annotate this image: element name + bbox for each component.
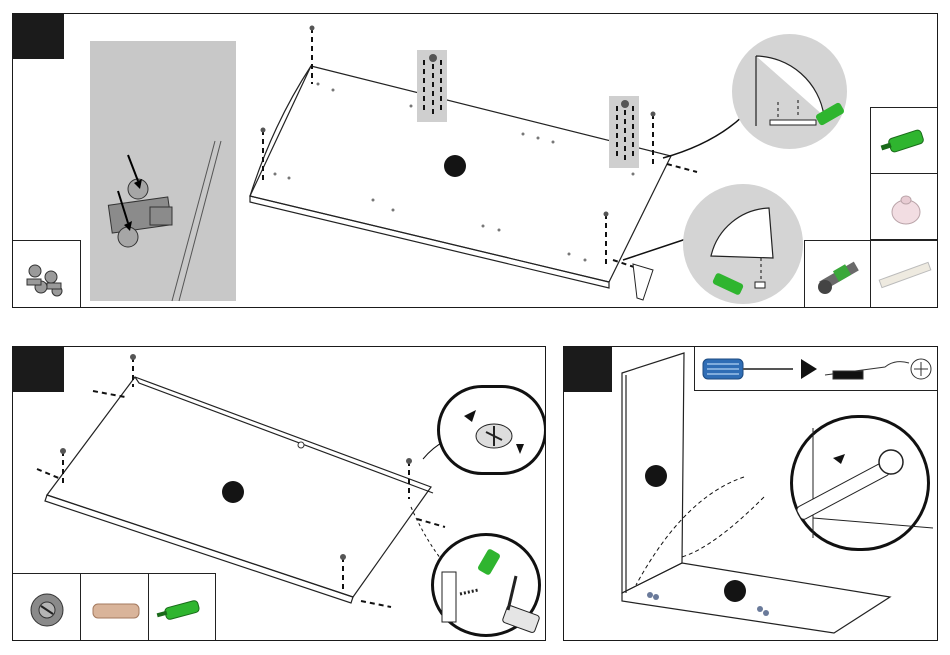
glue-tube-icon xyxy=(871,108,938,175)
dowel-hammer-zoom xyxy=(431,533,541,637)
step-panel-bottom-left xyxy=(12,346,546,641)
cam-bolt-green-icon xyxy=(805,241,874,308)
screwdriver-turn-zoom xyxy=(790,415,930,551)
part-box-glue xyxy=(870,107,938,174)
dowel-glue-detail-bubble xyxy=(683,184,803,304)
glue-tube-icon xyxy=(712,272,744,296)
part-box-glue xyxy=(148,573,216,641)
step-marker-dot xyxy=(222,481,244,503)
step-marker-dot xyxy=(444,155,466,177)
step-panel-top xyxy=(12,13,938,308)
wood-dowel-cap-icon xyxy=(871,174,938,241)
step-marker-dot xyxy=(645,465,667,487)
edge-glue-detail-bubble xyxy=(732,34,847,149)
wood-dowel-icon xyxy=(81,574,150,641)
part-box-cam-bolt xyxy=(804,240,873,308)
glue-tube-icon xyxy=(149,574,217,641)
part-box-cam-lock xyxy=(12,573,81,641)
cam-lock-turn-zoom xyxy=(437,385,546,475)
part-box-dowel xyxy=(870,240,938,308)
step-panel-bottom-right xyxy=(563,346,938,641)
wood-dowel-icon xyxy=(871,241,938,308)
part-box-dowel xyxy=(80,573,149,641)
step-marker-dot xyxy=(724,580,746,602)
part-box-dowel-cap xyxy=(870,173,938,240)
cam-lock-icon xyxy=(13,574,82,641)
glue-tube-icon xyxy=(477,548,501,576)
